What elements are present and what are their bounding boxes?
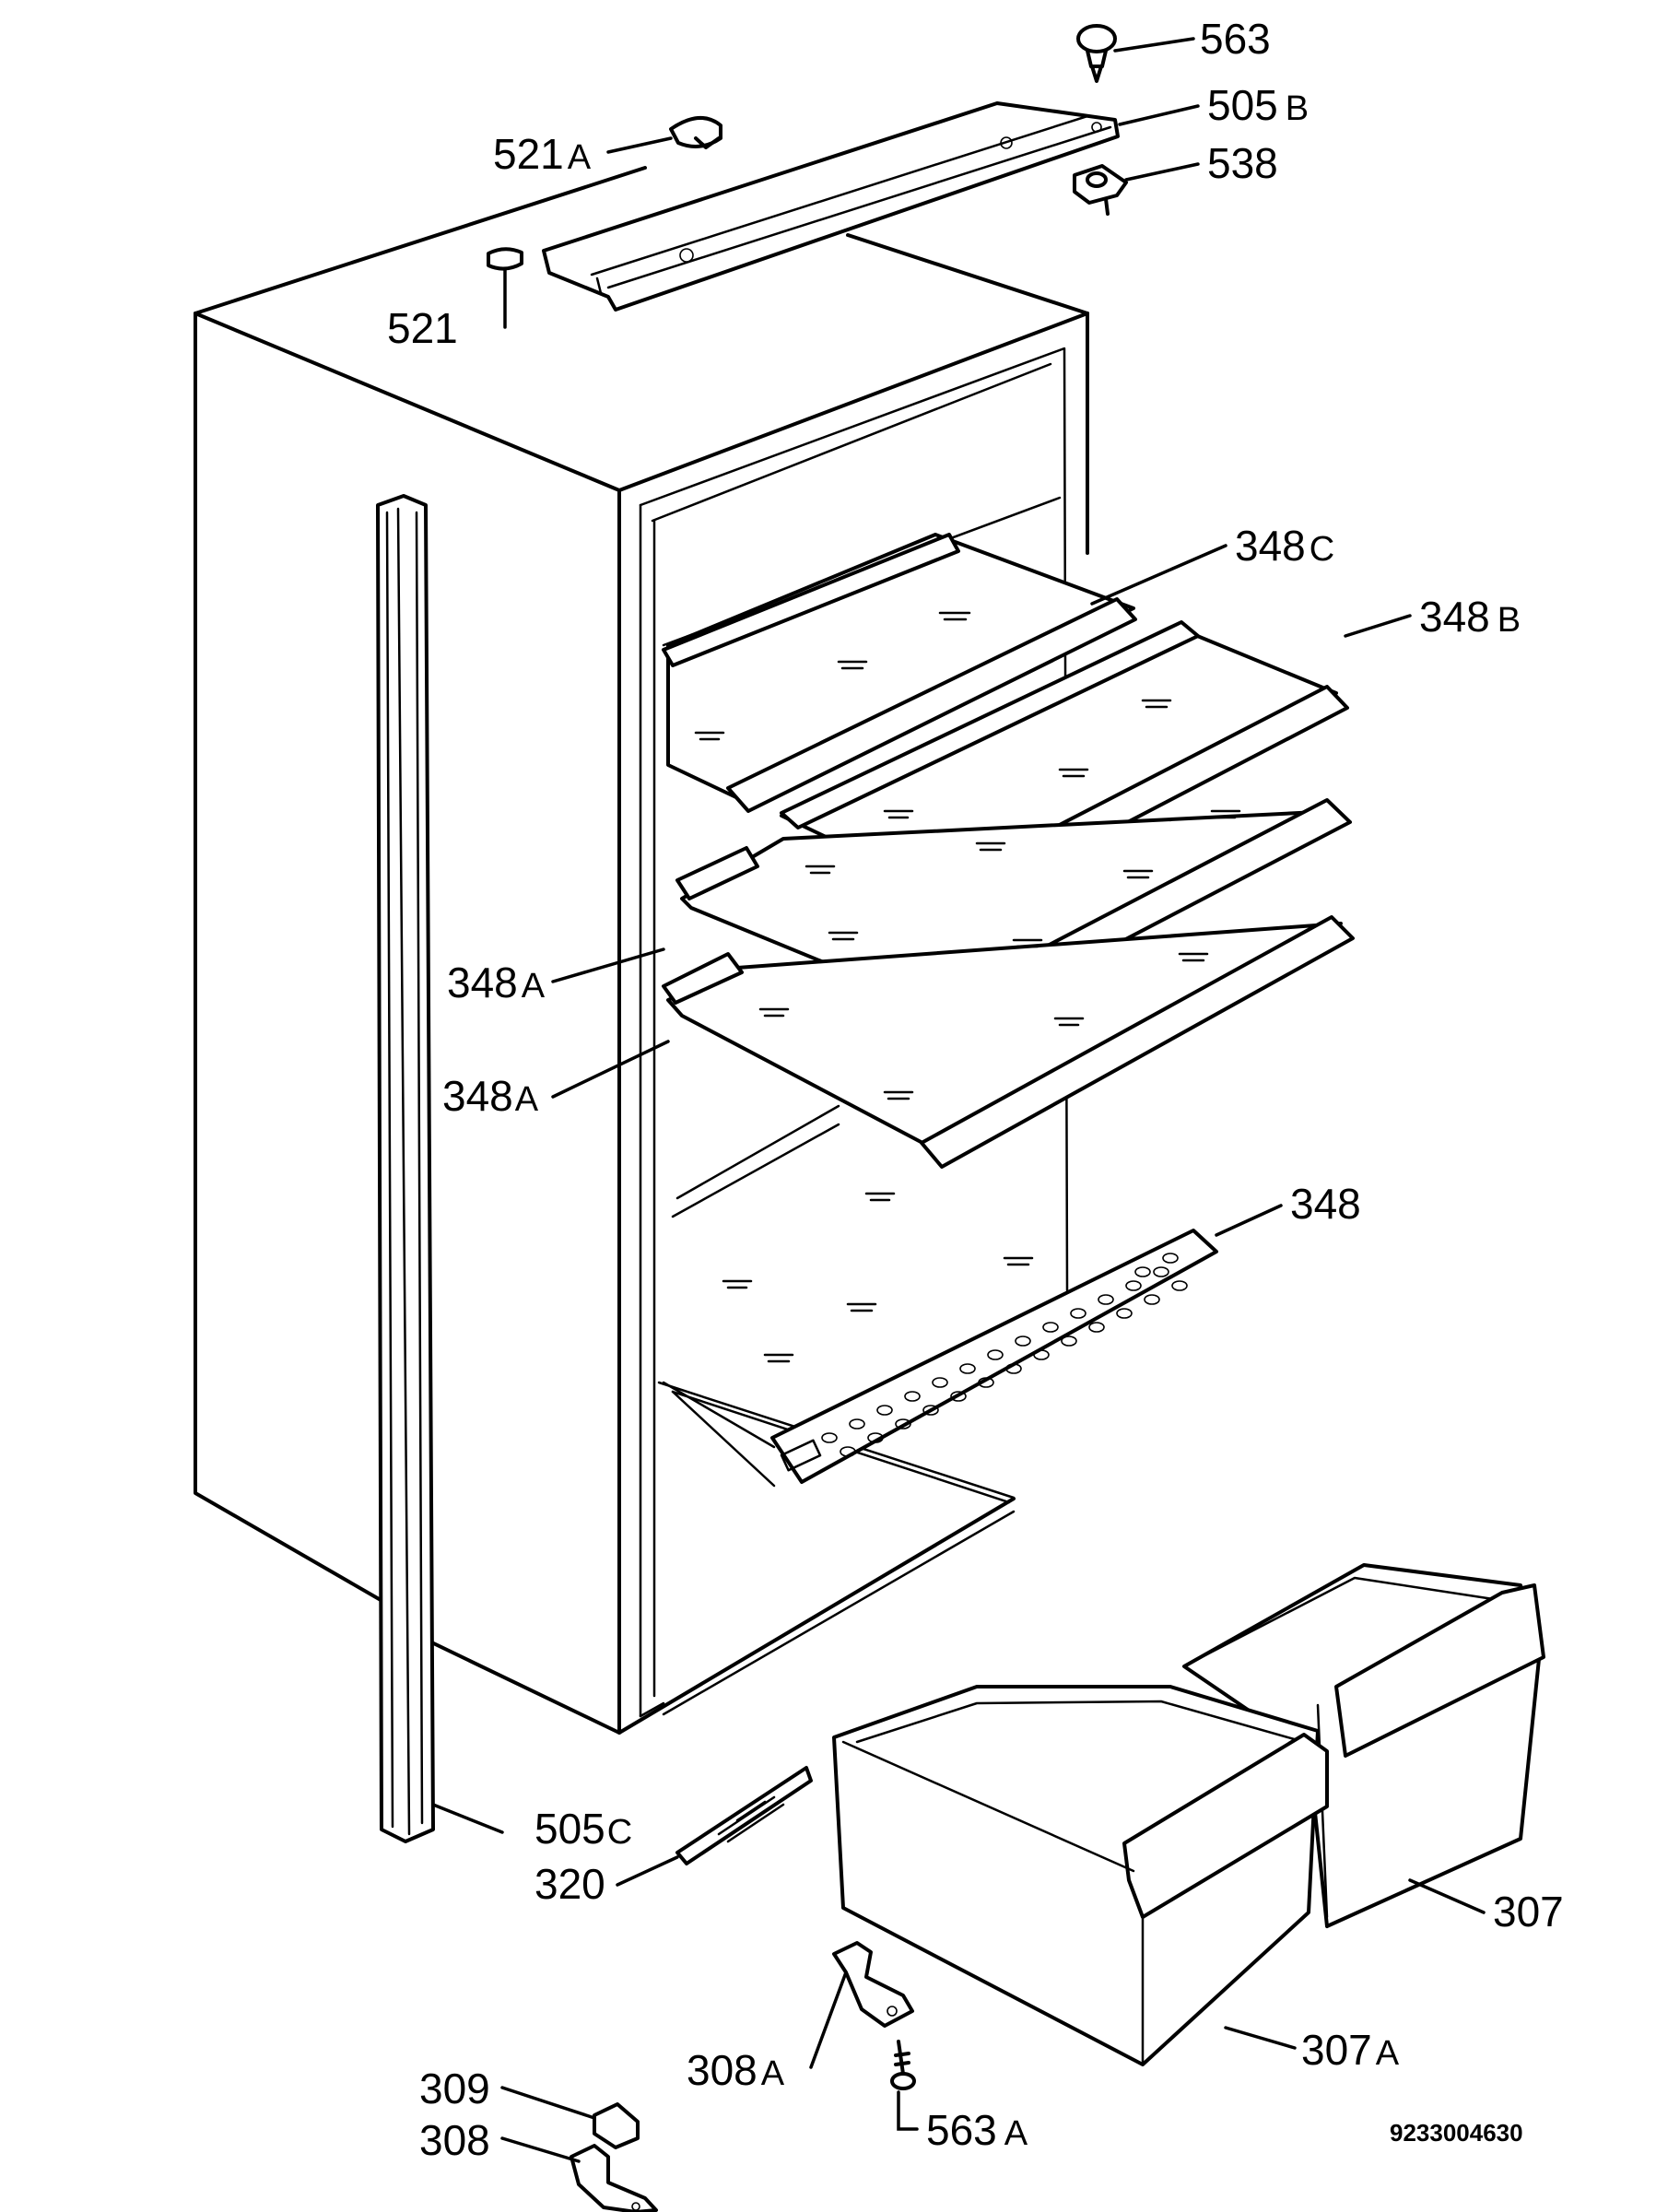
callout-suffix: C <box>1310 530 1334 569</box>
callout-suffix: A <box>568 138 592 177</box>
callout-suffix: B <box>1286 89 1309 128</box>
top-hinge-bar <box>542 101 1120 312</box>
callout-521: 521 <box>387 304 458 352</box>
callout-307: 307 <box>1493 1888 1564 1936</box>
callout-348a-lower: 348A <box>442 1072 539 1120</box>
callout-number: 348 <box>1419 593 1490 641</box>
callout-number: 505 <box>1207 81 1278 129</box>
part-308a-bracket <box>832 1941 914 2028</box>
shelf-348c <box>662 533 1137 813</box>
callout-number: 348 <box>1290 1180 1361 1228</box>
callout-number: 307 <box>1493 1888 1564 1936</box>
callout-505c: 505C <box>534 1805 632 1853</box>
part-309-block <box>593 2102 640 2149</box>
document-number: 9233004630 <box>1390 2119 1523 2147</box>
part-521a-cap <box>669 116 722 149</box>
door-seal-strip <box>376 494 435 1843</box>
callout-number: 348 <box>1235 522 1306 570</box>
part-563a-screw <box>890 2040 916 2090</box>
leader-lines <box>431 37 1486 2163</box>
callout-suffix: A <box>761 2054 785 2093</box>
crisper-307a <box>832 1685 1329 2066</box>
callout-number: 348 <box>442 1072 513 1120</box>
callout-suffix: C <box>607 1813 632 1852</box>
callout-number: 308 <box>419 2116 490 2164</box>
callout-number: 308 <box>687 2046 758 2094</box>
callout-number: 320 <box>534 1860 605 1908</box>
callout-suffix: B <box>1497 601 1521 640</box>
bottom-shelf-348 <box>662 1229 1218 1488</box>
glass-marks <box>694 611 1241 1363</box>
callout-number: 307 <box>1301 2026 1372 2074</box>
shelf-348a-lower <box>662 915 1355 1169</box>
shelf-perforation-pattern <box>821 1253 1188 1457</box>
callout-number: 348 <box>447 959 518 1006</box>
callout-suffix: A <box>515 1080 539 1119</box>
callout-number: 563 <box>926 2106 997 2154</box>
callout-number: 521 <box>493 130 564 178</box>
callout-suffix: A <box>1376 2034 1400 2073</box>
callout-308: 308 <box>419 2116 490 2164</box>
callout-309: 309 <box>419 2065 490 2112</box>
callout-suffix: A <box>522 967 546 1006</box>
callout-number: 309 <box>419 2065 490 2112</box>
part-538-clip <box>1073 164 1128 216</box>
callout-number: 521 <box>387 304 458 352</box>
callout-320: 320 <box>534 1860 605 1908</box>
callout-suffix: A <box>1004 2114 1028 2153</box>
callout-number: 505 <box>534 1805 605 1853</box>
callout-538: 538 <box>1207 139 1278 187</box>
callout-563: 563 <box>1200 15 1271 63</box>
callout-number: 563 <box>1200 15 1271 63</box>
rail-320 <box>675 1766 813 1865</box>
part-563-screw <box>1076 24 1117 83</box>
part-521-plug <box>487 247 523 271</box>
callout-number: 538 <box>1207 139 1278 187</box>
callout-348: 348 <box>1290 1180 1361 1228</box>
part-308-bracket <box>570 2144 658 2212</box>
